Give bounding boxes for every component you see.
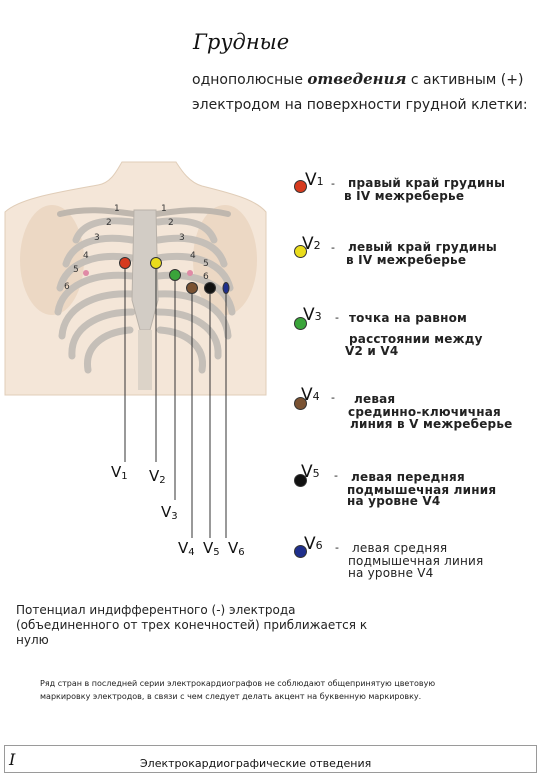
- subtitle-post: с активным (+): [406, 72, 524, 88]
- chest-label-v5: V5: [203, 539, 220, 558]
- legend-dot-v4: [294, 397, 307, 410]
- legend-name-v4: V4: [301, 385, 320, 405]
- rib-number-l4: 4: [190, 251, 196, 261]
- legend-dash-v2: -: [331, 241, 335, 254]
- legend-desc-v1-line-2: в IV межреберье: [344, 189, 465, 203]
- legend-desc-v6-line-1: левая средняя: [352, 541, 448, 555]
- footer-number: I: [9, 750, 16, 769]
- left-clavicle: [153, 207, 231, 217]
- legend-desc-v5: левая передняя подмышечная линия на уров…: [347, 470, 496, 508]
- legend-name-v3: V3: [303, 305, 322, 325]
- footer-frame: [4, 745, 537, 773]
- legend-desc-v3-line-3: V2 и V4: [345, 344, 399, 358]
- legend-dot-v6: [294, 545, 307, 558]
- legend-desc-v6-line-3: на уровне V4: [348, 566, 434, 580]
- chest-illustration: 1 2 3 4 5 6 1 2 3 4 5 6: [4, 161, 267, 538]
- left-nipple: [187, 270, 193, 276]
- rib-number-l5: 5: [203, 259, 209, 269]
- legend-name-v2: V2: [302, 234, 321, 254]
- chest-label-v6: V6: [228, 539, 245, 558]
- rib-number-r4: 4: [83, 251, 89, 261]
- legend-name-v1: V1: [305, 170, 324, 190]
- legend-dot-v3: [294, 317, 307, 330]
- legend-desc-v6-line-2: подмышечная линия: [348, 554, 484, 568]
- chest-label-v4: V4: [178, 539, 195, 558]
- legend-desc-v5-line-1: левая передняя: [351, 470, 465, 484]
- electrode-v4: [186, 282, 198, 294]
- electrode-v1: [119, 257, 131, 269]
- right-nipple: [83, 270, 89, 276]
- legend-name-v5: V5: [301, 462, 320, 482]
- rib-number-l3: 3: [179, 233, 185, 243]
- legend-dash-v3: -: [335, 311, 339, 324]
- right-shoulder: [20, 205, 84, 315]
- legend-desc-v3-line-2: расстоянии между: [349, 332, 483, 346]
- legend-desc-v3: точка на равном расстоянии между V2 и V4: [345, 311, 483, 358]
- subtitle-line-2: электродом на поверхности грудной клетки…: [192, 97, 528, 113]
- legend-dash-v6: -: [335, 541, 339, 554]
- right-clavicle: [57, 207, 137, 217]
- subtitle-pre: однополюсные: [192, 72, 308, 88]
- legend-desc-v2: левый край грудины в IV межреберье: [346, 240, 497, 267]
- rib-number-r1: 1: [114, 204, 120, 214]
- rib-number-l1: 1: [161, 204, 167, 214]
- legend-desc-v2-line-2: в IV межреберье: [346, 253, 467, 267]
- legend-dash-v1: -: [331, 177, 335, 190]
- chest-label-v3: V3: [161, 503, 178, 522]
- legend-dot-v2: [294, 245, 307, 258]
- legend-dot-v1: [294, 180, 307, 193]
- rib-number-r2: 2: [106, 218, 112, 228]
- legend-name-v6: V6: [304, 534, 323, 554]
- sternum: [131, 209, 159, 331]
- legend-desc-v5-line-3: на уровне V4: [347, 494, 441, 508]
- page-title: Грудные: [193, 30, 290, 54]
- electrode-v2: [150, 257, 162, 269]
- electrode-v3: [169, 269, 181, 281]
- chest-label-v1: V1: [111, 463, 128, 482]
- legend-dash-v4: -: [331, 391, 335, 404]
- legend-desc-v4-line-1: левая: [354, 392, 396, 406]
- potential-note: Потенциал индифферентного (-) электрода …: [16, 603, 368, 647]
- spine: [138, 330, 152, 390]
- legend-desc-v1-line-1: правый край грудины: [348, 176, 506, 190]
- legend-desc-v5-line-2: подмышечная линия: [347, 483, 497, 497]
- legend-desc-v2-line-1: левый край грудины: [348, 240, 497, 254]
- rib-number-r6: 6: [64, 282, 70, 292]
- footer-title: Электрокардиографические отведения: [140, 757, 372, 770]
- rib-number-l2: 2: [168, 218, 174, 228]
- chest-label-v2: V2: [149, 467, 166, 486]
- subtitle-emphasis: отведения: [307, 70, 407, 88]
- legend-desc-v1: правый край грудины в IV межреберье: [344, 176, 506, 203]
- subtitle-line-1: однополюсные отведения с активным (+): [192, 70, 523, 88]
- rib-number-r3: 3: [94, 233, 100, 243]
- ribs-right: [54, 217, 136, 374]
- rib-number-r5: 5: [73, 265, 79, 275]
- electrode-v5: [204, 282, 216, 294]
- color-marking-note: Ряд стран в последней серии электрокарди…: [40, 679, 436, 701]
- legend-desc-v4-line-2: срединно-ключичная: [348, 405, 501, 419]
- legend-desc-v4: левая срединно-ключичная линия в V межре…: [348, 392, 512, 431]
- legend-dot-v5: [294, 474, 307, 487]
- rib-number-l6: 6: [203, 272, 209, 282]
- legend-desc-v4-line-3: линия в V межреберье: [350, 417, 513, 431]
- legend-desc-v3-line-1: точка на равном: [349, 311, 468, 325]
- electrode-v6: [222, 282, 230, 294]
- legend-dash-v5: -: [334, 469, 338, 482]
- legend-desc-v6: левая средняя подмышечная линия на уровн…: [348, 541, 483, 580]
